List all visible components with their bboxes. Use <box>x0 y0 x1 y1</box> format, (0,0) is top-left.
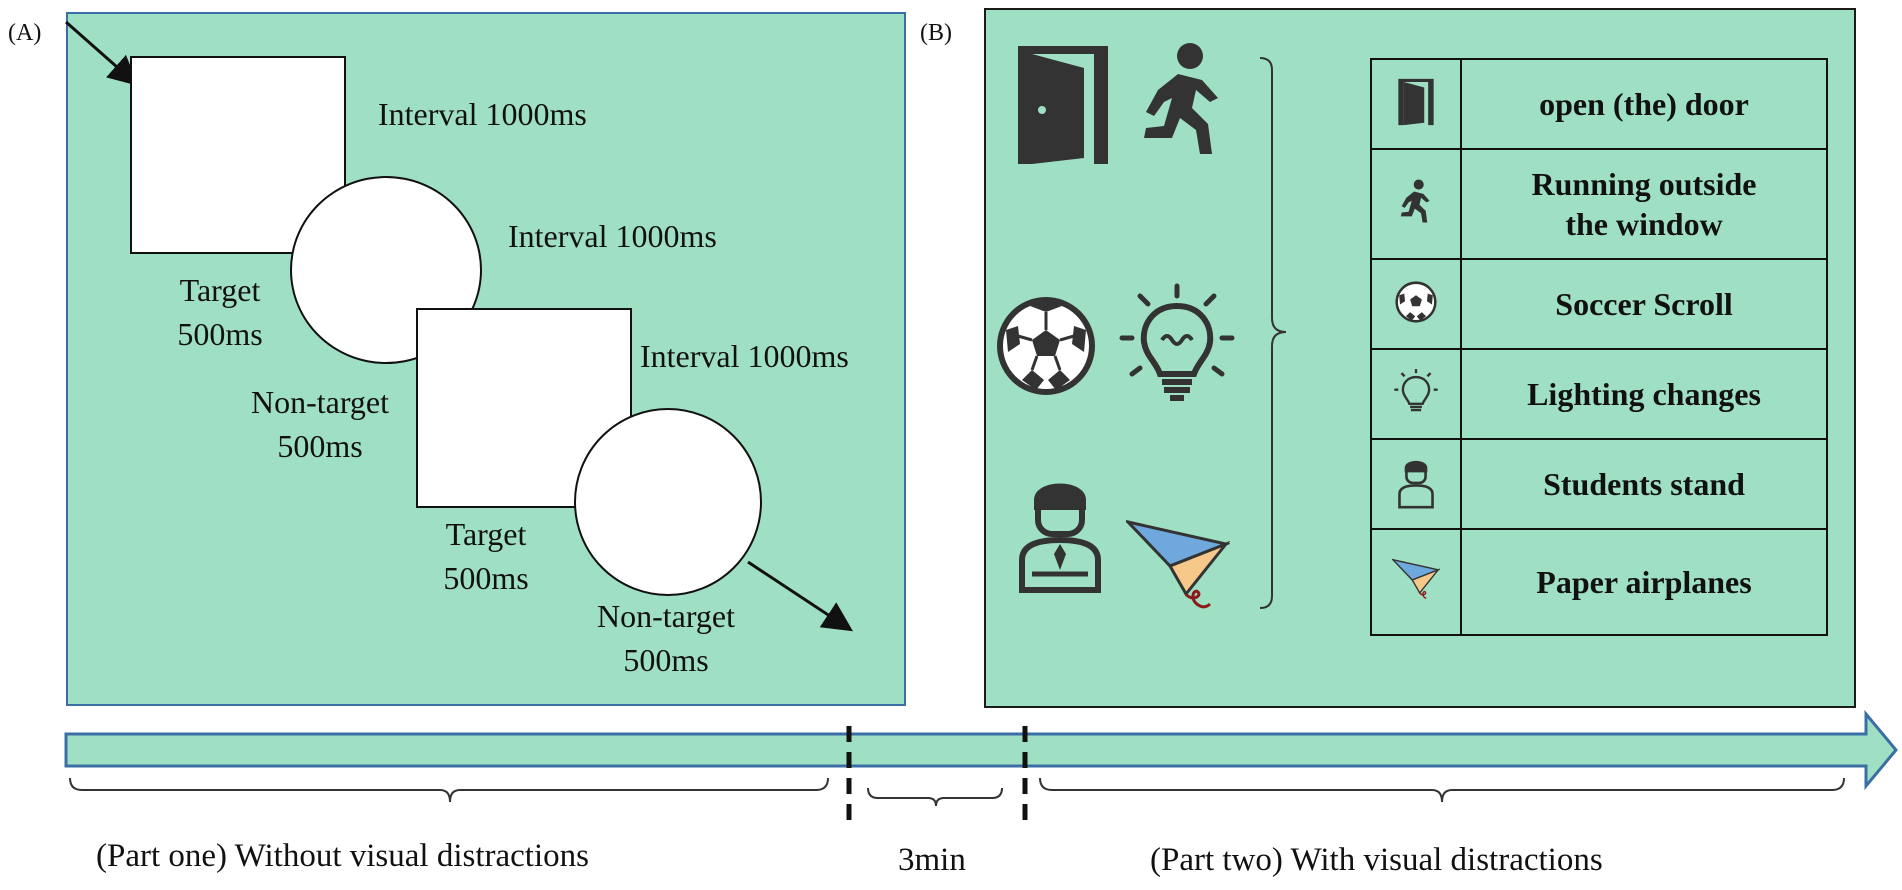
runner-icon <box>1144 43 1218 154</box>
panel-a-label: (A) <box>8 20 42 46</box>
student-icon <box>1019 483 1101 593</box>
stimulus-duration: 500ms <box>177 316 263 352</box>
paper-airplane-icon <box>1126 520 1230 609</box>
table-label: Soccer Scroll <box>1555 286 1733 322</box>
table-label-cell: Students stand <box>1460 438 1828 530</box>
runner-icon <box>1400 179 1430 223</box>
bracket-part-two <box>1039 777 1845 803</box>
table-label: Running outside <box>1531 166 1757 202</box>
interval-label-2: Interval 1000ms <box>508 218 717 254</box>
stimulus-duration: 500ms <box>443 560 529 596</box>
table-label: open (the) door <box>1539 86 1749 122</box>
stimulus-name: Target <box>179 272 261 308</box>
table-label-cell: Running outside the window <box>1460 148 1828 260</box>
table-row: Running outside the window <box>1370 148 1828 260</box>
interval-label-3: Interval 1000ms <box>640 338 849 374</box>
panel-b-label: (B) <box>920 20 952 46</box>
door-icon <box>1398 78 1434 125</box>
table-row: open (the) door <box>1370 58 1828 150</box>
table-icon-cell <box>1370 258 1462 350</box>
stimulus-label-4: Non-target 500ms <box>572 594 760 682</box>
light-bulb-icon <box>1394 368 1438 411</box>
bracket-part-one <box>69 777 829 803</box>
start-arrow <box>65 20 139 86</box>
table-label-cell: Soccer Scroll <box>1460 258 1828 350</box>
table-label-cell: Lighting changes <box>1460 348 1828 440</box>
stimulus-name: Non-target <box>250 384 390 420</box>
bracket-gap <box>867 787 1003 807</box>
student-icon <box>1398 460 1434 509</box>
table-label: Lighting changes <box>1527 376 1761 412</box>
icon-group-bracket <box>1259 57 1287 609</box>
table-icon-cell <box>1370 148 1462 260</box>
light-bulb-icon <box>1119 283 1235 401</box>
stimulus-label-3: Target 500ms <box>416 512 556 600</box>
soccer-ball-icon <box>997 297 1095 395</box>
door-icon <box>1018 46 1108 164</box>
table-row: Students stand <box>1370 438 1828 530</box>
table-icon-cell <box>1370 58 1462 150</box>
stimulus-name: Target <box>445 516 527 552</box>
non-target-circle-2 <box>574 408 762 596</box>
paper-airplane-icon <box>1390 558 1441 599</box>
table-label: Paper airplanes <box>1536 564 1752 600</box>
table-icon-cell <box>1370 528 1462 636</box>
gap-label: 3min <box>898 842 966 878</box>
table-icon-cell <box>1370 348 1462 440</box>
table-row: Soccer Scroll <box>1370 258 1828 350</box>
part-one-label: (Part one) Without visual distractions <box>96 838 589 874</box>
stimulus-label-1: Target 500ms <box>150 268 290 356</box>
timeline-arrow <box>64 709 1898 791</box>
table-label-cell: Paper airplanes <box>1460 528 1828 636</box>
soccer-ball-icon <box>1395 280 1437 323</box>
table-label-cell: open (the) door <box>1460 58 1828 150</box>
table-label-line2: the window <box>1565 206 1723 242</box>
table-icon-cell <box>1370 438 1462 530</box>
end-arrow <box>747 560 854 632</box>
stimulus-name: Non-target <box>596 598 736 634</box>
table-row: Paper airplanes <box>1370 528 1828 636</box>
part-two-label: (Part two) With visual distractions <box>1150 842 1603 878</box>
stimulus-duration: 500ms <box>277 428 363 464</box>
table-row: Lighting changes <box>1370 348 1828 440</box>
stimulus-duration: 500ms <box>623 642 709 678</box>
table-label: Students stand <box>1543 466 1745 502</box>
stimulus-label-2: Non-target 500ms <box>226 380 414 468</box>
distraction-table: open (the) door Running outside the wind… <box>1370 58 1828 636</box>
interval-label-1: Interval 1000ms <box>378 96 587 132</box>
